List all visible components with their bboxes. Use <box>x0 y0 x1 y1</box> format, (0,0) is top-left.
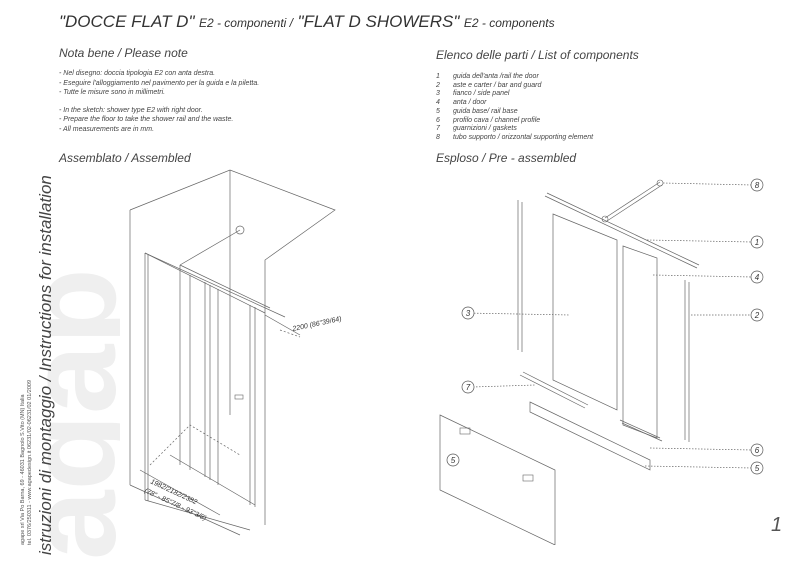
note-item-it-3: - Tutte le misure sono in millimetri. <box>59 89 166 96</box>
svg-text:2: 2 <box>754 311 760 320</box>
note-item-it-1: - Nel disegno: doccia tipologia E2 con a… <box>59 70 216 77</box>
svg-text:5: 5 <box>755 464 760 473</box>
callout-5-panel: 5 <box>446 453 460 467</box>
page-number: 1 <box>771 514 783 536</box>
note-title: Nota bene / Please note <box>59 46 188 60</box>
svg-text:6: 6 <box>755 446 760 455</box>
svg-text:5: 5 <box>451 456 456 465</box>
callout-3: 3 <box>461 306 475 320</box>
callout-5-rail: 5 <box>750 461 764 475</box>
svg-text:1: 1 <box>755 238 759 247</box>
assembled-title: Assemblato / Assembled <box>59 151 191 165</box>
title-en: "FLAT D SHOWERS" <box>297 12 460 31</box>
address-line-1: agape srl Via Po Barna, 69 - 46031 Bagno… <box>20 394 26 545</box>
assembled-drawing: 2200 (86"39/64) 1982/2182/2382 (78" - 85… <box>129 169 342 536</box>
title-it: "DOCCE FLAT D" <box>59 12 195 31</box>
subtitle-it: E2 - componenti / <box>198 16 294 30</box>
components-title: Elenco delle parti / List of components <box>436 48 639 62</box>
company-address: agape srl Via Po Barna, 69 - 46031 Bagno… <box>20 380 34 545</box>
callout-8: 8 <box>750 178 764 192</box>
svg-text:3: 3 <box>466 309 471 318</box>
callout-1: 1 <box>750 235 764 249</box>
svg-text:4: 4 <box>755 273 760 282</box>
svg-text:7: 7 <box>466 383 471 392</box>
callout-4: 4 <box>750 270 764 284</box>
exploded-drawing: 8 1 4 2 3 7 6 5 <box>439 178 764 545</box>
note-item-en-1: - In the sketch: shower type E2 with rig… <box>59 106 203 114</box>
svg-text:8: 8 <box>755 181 760 190</box>
callout-6: 6 <box>750 443 764 457</box>
callout-7: 7 <box>461 380 475 394</box>
sidebar-title: istruzioni di montaggio / Instructions f… <box>36 175 55 555</box>
logo-text: agap <box>3 268 120 560</box>
note-list: - Nel disegno: doccia tipologia E2 con a… <box>59 69 259 134</box>
note-item-en-2: - Prepare the floor to take the shower r… <box>59 116 234 123</box>
note-item-en-3: - All measurements are in mm. <box>59 125 155 133</box>
address-line-2: tel. 0376/250311 - www.agapedesign.it 06… <box>27 379 33 545</box>
exploded-title: Esploso / Pre - assembled <box>436 151 577 165</box>
dimension-height: 2200 (86"39/64) <box>291 316 342 333</box>
page-title: "DOCCE FLAT D" E2 - componenti / "FLAT D… <box>59 12 555 32</box>
subtitle-en: E2 - components <box>463 16 555 30</box>
agape-logo: agap <box>3 268 120 560</box>
note-item-it-2: - Eseguire l'alloggiamento nel pavimento… <box>59 79 260 87</box>
callout-2: 2 <box>750 308 764 322</box>
